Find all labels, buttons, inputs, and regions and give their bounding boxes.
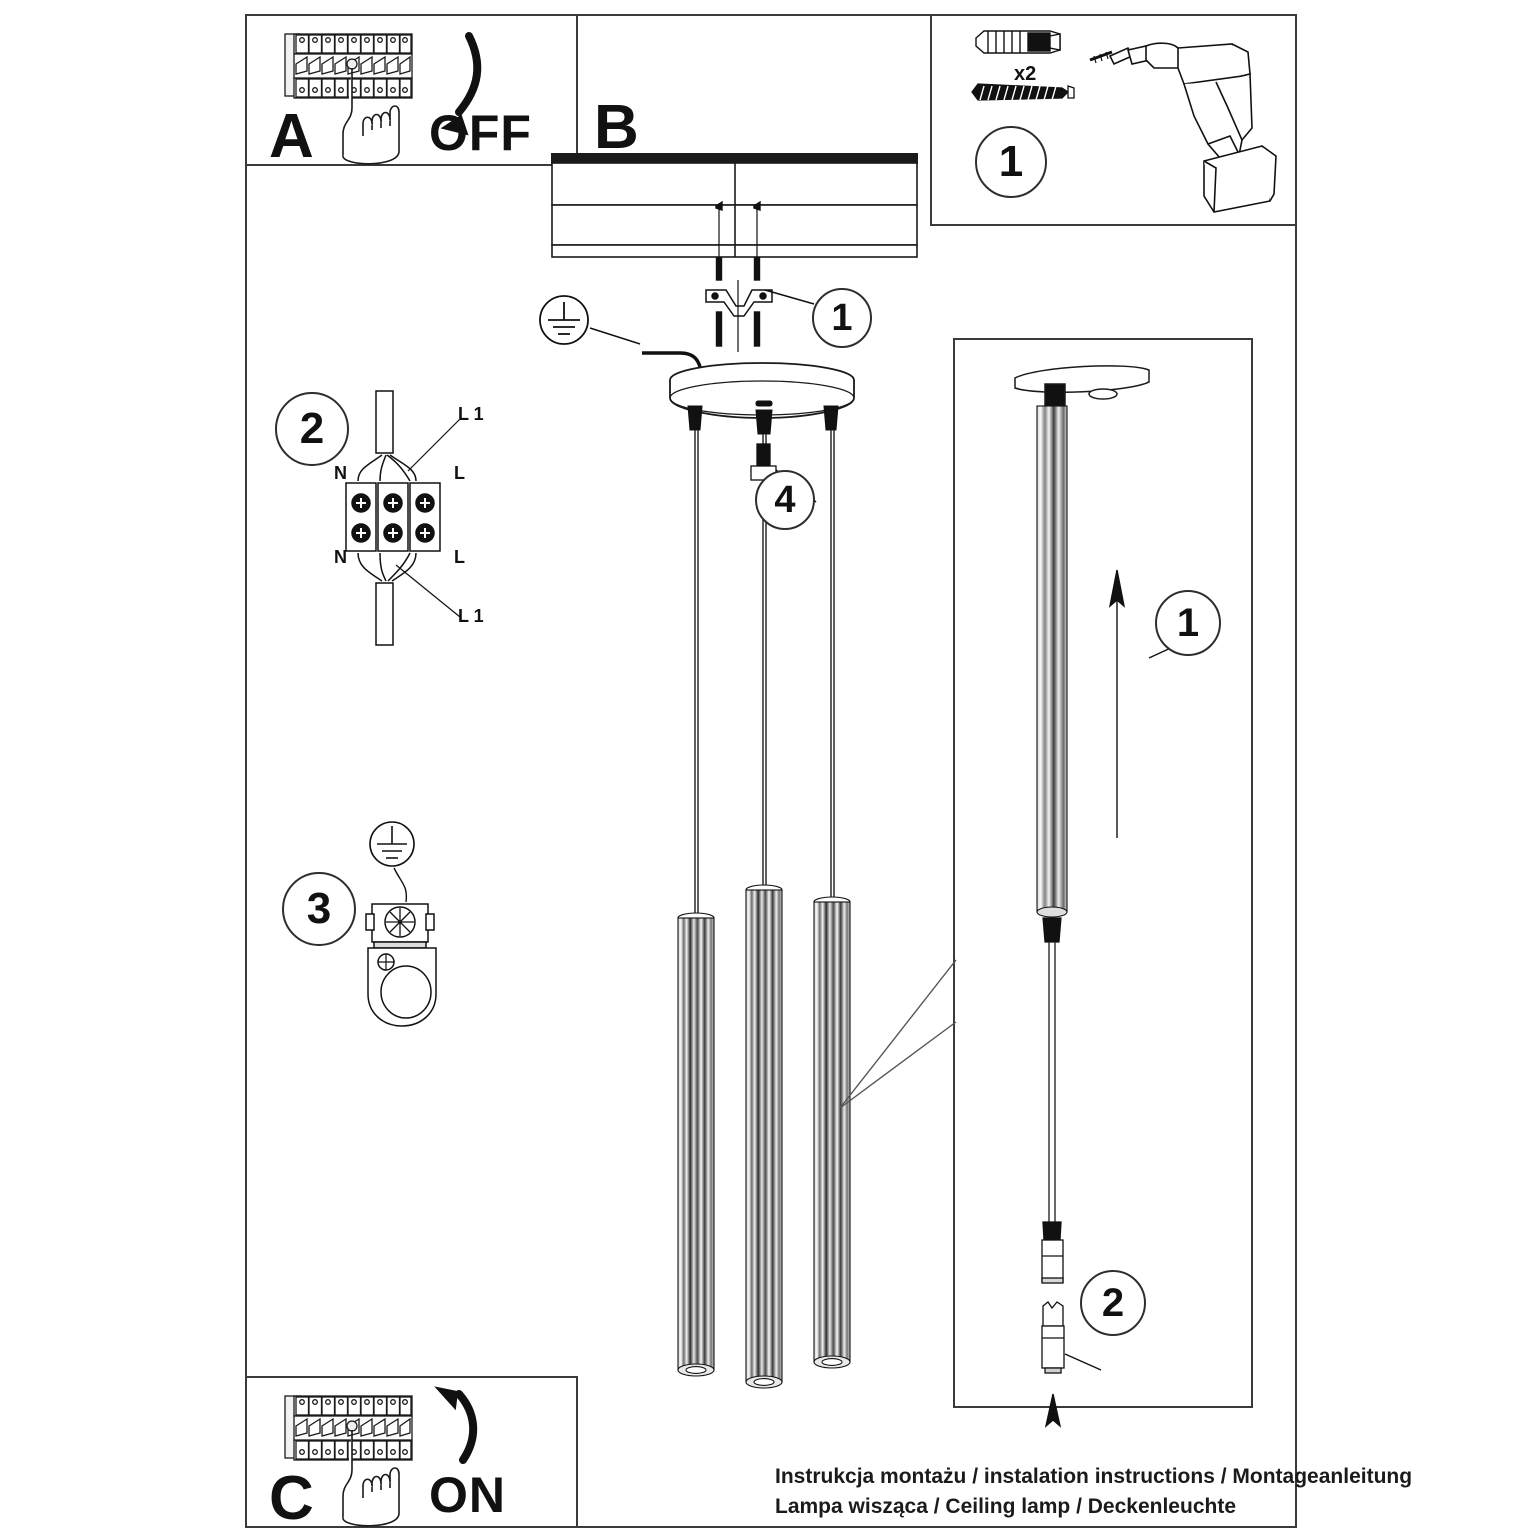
cable-connector [1042, 917, 1062, 943]
arrow-down-left-icon [440, 32, 482, 136]
terminal-label-l-upper: L [454, 463, 465, 483]
panel-c-letter: C [269, 1464, 314, 1533]
footer-instruction-line: Instrukcja montażu / instalation instruc… [775, 1465, 1413, 1488]
earth-ground-symbol [539, 295, 589, 345]
ceiling-canopy [669, 362, 855, 419]
cable-grips [687, 400, 839, 435]
screw-icon [971, 83, 1075, 101]
panel-a-graphic [284, 32, 482, 165]
panel-a-action-label: OFF [429, 105, 532, 161]
step-2-number: 2 [275, 392, 349, 466]
detail-callout-1: 1 [1155, 590, 1221, 656]
terminal-label-n-lower: N [334, 547, 347, 567]
earth-terminal-icon [365, 903, 437, 1027]
hand-icon [342, 1430, 400, 1527]
wall-anchor-icon [975, 30, 1061, 54]
detail-panel [953, 338, 1253, 1408]
terminal-label-l-lower: L [454, 547, 465, 567]
bracket-callout-1: 1 [812, 288, 872, 348]
detail-tube [1036, 405, 1068, 918]
terminal-label-l1-top: L 1 [458, 404, 484, 424]
lamp-socket-part [1041, 1301, 1065, 1374]
earth-ground-symbol [369, 821, 415, 867]
terminal-label-n-upper: N [334, 463, 347, 483]
main-frame [245, 14, 1297, 1528]
mounting-bracket-icon [705, 289, 773, 317]
panel-a-letter: A [269, 102, 314, 171]
pendant-lamp-assembly [669, 362, 855, 1389]
anchor-quantity-label: x2 [1014, 63, 1037, 85]
mounting-screws [715, 200, 761, 347]
detail-magnify-leader [839, 959, 957, 1109]
terminal-block-graphic [345, 390, 461, 646]
detail-callout-2: 2 [1080, 1270, 1146, 1336]
panel-c-graphic [284, 1386, 478, 1527]
panel-tools: x2 1 [930, 14, 1297, 226]
hand-icon [342, 68, 400, 165]
tools-step-number: 1 [975, 126, 1047, 198]
power-drill-icon [1089, 42, 1277, 213]
ceiling-assembly-graphic [539, 153, 918, 377]
panel-c-action-label: ON [429, 1467, 506, 1523]
pendant-tube [677, 912, 715, 1377]
arrow-up-icon [1044, 1393, 1062, 1428]
pendant-tube [813, 896, 851, 1369]
tools-graphic [971, 30, 1277, 213]
detail-panel-graphic [1014, 365, 1176, 1428]
panel-b-letter: B [594, 93, 639, 162]
pendant-tube [745, 884, 783, 1389]
earth-terminal-graphic [365, 821, 437, 1027]
step-3-number: 3 [282, 872, 356, 946]
arrow-up-icon [1108, 569, 1126, 838]
panel-a: A OFF [245, 14, 578, 171]
panel-c: C ON [245, 1376, 578, 1533]
adjuster-callout-4: 4 [755, 470, 815, 530]
footer-product-line: Lampa wisząca / Ceiling lamp / Deckenleu… [775, 1495, 1236, 1518]
terminal-label-l1-bottom: L 1 [458, 606, 484, 626]
arrow-up-left-icon [434, 1386, 478, 1464]
